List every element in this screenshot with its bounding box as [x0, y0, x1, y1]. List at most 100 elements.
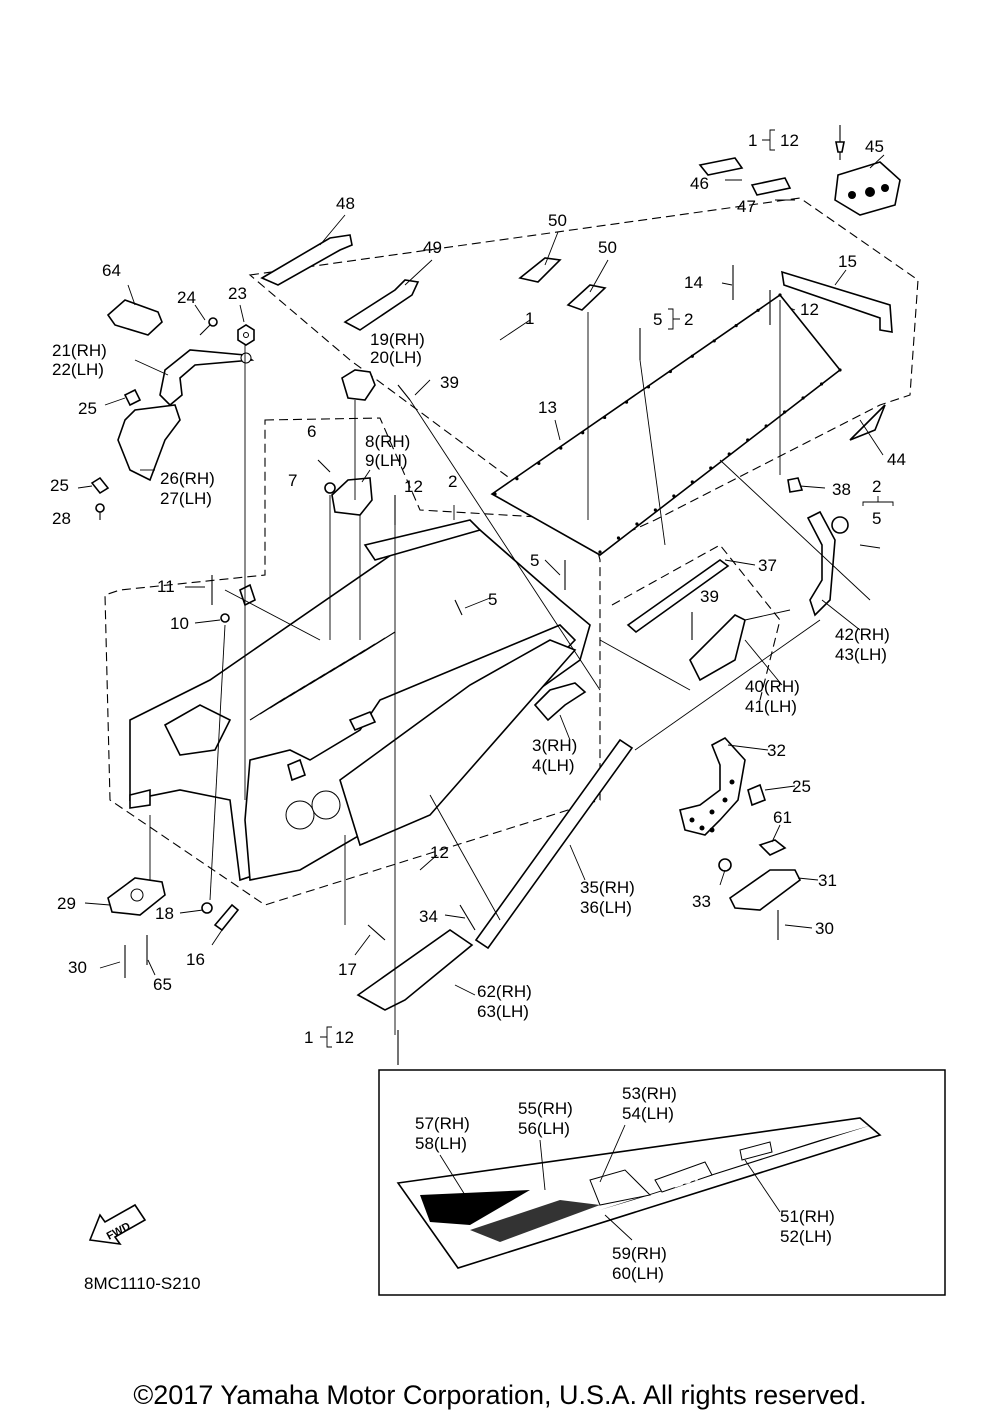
callout-13: 13 — [538, 398, 557, 417]
decal-leaders — [439, 1124, 781, 1241]
callout-4: 4(LH) — [532, 756, 575, 775]
tunnel-top-13 — [490, 293, 842, 556]
callout-25b: 25 — [50, 476, 69, 495]
rivet-hole — [756, 308, 760, 312]
rivet-hole — [635, 522, 639, 526]
footrest-hole — [729, 779, 735, 785]
bracket-3 — [533, 682, 587, 722]
bracket-1-12-bottom — [320, 1026, 332, 1048]
callout-12-bottom: 12 — [335, 1028, 354, 1047]
decal-inset-box — [378, 1069, 946, 1296]
assembly-2-boundary — [104, 417, 601, 906]
rivet-hole — [819, 382, 824, 386]
callout-29: 29 — [57, 894, 76, 913]
washer-61 — [758, 839, 787, 856]
bracket-2-5 — [862, 496, 894, 506]
callout-43: 43(LH) — [835, 645, 887, 664]
panel-62 — [356, 929, 474, 1011]
rivet-hole — [778, 293, 782, 297]
callout-26: 26(RH) — [160, 469, 215, 488]
bolt-24 — [199, 317, 218, 336]
rivet-hole — [493, 492, 497, 496]
bracket-5-2 — [668, 308, 680, 330]
callout-2c: 2 — [872, 477, 881, 496]
callout-42: 42(RH) — [835, 625, 890, 644]
callout-60: 60(LH) — [612, 1264, 664, 1283]
callout-6: 6 — [307, 422, 316, 441]
rivet-hole — [672, 494, 676, 498]
clip-25b — [90, 476, 110, 495]
plate-44 — [849, 404, 886, 441]
rivet-hole — [783, 410, 787, 414]
bracket-26 — [117, 404, 181, 482]
footrest-hole — [722, 797, 728, 803]
callout-57: 57(RH) — [415, 1114, 470, 1133]
callout-33: 33 — [692, 892, 711, 911]
callout-19: 19(RH) — [370, 330, 425, 349]
fastener-38 — [787, 477, 804, 493]
callout-9: 9(LH) — [365, 451, 408, 470]
bar-15 — [781, 270, 893, 333]
tunnel-top-holes — [493, 293, 842, 554]
rivet-hole — [727, 452, 731, 456]
callout-23: 23 — [228, 284, 247, 303]
callout-35: 35(RH) — [580, 878, 635, 897]
nut-7 — [324, 482, 336, 494]
rivet-34 — [459, 904, 476, 931]
callout-49: 49 — [423, 238, 442, 257]
callout-16: 16 — [186, 950, 205, 969]
callout-34: 34 — [419, 907, 438, 926]
callout-7: 7 — [288, 471, 297, 490]
rivet-hole — [712, 339, 716, 343]
clip-25c — [747, 783, 767, 807]
vent-slot — [359, 631, 396, 655]
callout-52: 52(LH) — [780, 1227, 832, 1246]
callout-28: 28 — [52, 509, 71, 528]
callout-1-top-assy: 1 — [525, 309, 534, 328]
footrest-hole — [709, 827, 715, 833]
rivet-5b — [454, 599, 463, 616]
heat-vents — [249, 631, 396, 721]
callout-58: 58(LH) — [415, 1134, 467, 1153]
rivet-hole — [746, 438, 750, 442]
callout-8: 8(RH) — [365, 432, 410, 451]
rivet-hole — [653, 508, 657, 512]
callout-5-bracket: 5 — [653, 310, 662, 329]
rivet-hole — [734, 324, 738, 328]
rivet-hole — [690, 354, 694, 358]
bracket-21 — [159, 349, 255, 407]
callout-24: 24 — [177, 288, 196, 307]
callout-63: 63(LH) — [477, 1002, 529, 1021]
bracket-42 — [806, 510, 836, 617]
callout-44: 44 — [887, 450, 906, 469]
pad-49 — [343, 279, 420, 331]
callout-50b: 50 — [598, 238, 617, 257]
grommet-42 — [831, 516, 849, 534]
callout-64: 64 — [102, 261, 121, 280]
callout-22: 22(LH) — [52, 360, 104, 379]
callout-5c: 5 — [872, 509, 881, 528]
callout-59: 59(RH) — [612, 1244, 667, 1263]
callout-54: 54(LH) — [622, 1104, 674, 1123]
bolt-10 — [220, 613, 230, 623]
callout-18: 18 — [155, 904, 174, 923]
nut-23 — [237, 324, 255, 346]
rivet-hole — [537, 461, 541, 465]
footrest-hole — [699, 825, 705, 831]
callout-12: 12 — [780, 131, 799, 150]
rivet-hole — [624, 400, 629, 404]
rivet-hole — [709, 466, 713, 470]
callout-48: 48 — [336, 194, 355, 213]
assembly-2-boundary-right — [611, 544, 781, 701]
callout-31: 31 — [818, 871, 837, 890]
callout-55: 55(RH) — [518, 1099, 573, 1118]
panel-40 — [689, 614, 746, 682]
bolt-18 — [201, 902, 213, 914]
callout-36: 36(LH) — [580, 898, 632, 917]
copyright-notice: ©2017 Yamaha Motor Corporation, U.S.A. A… — [133, 1380, 867, 1410]
rivet-hole — [559, 446, 563, 450]
callout-61: 61 — [773, 808, 792, 827]
callout-17: 17 — [338, 960, 357, 979]
callout-53: 53(RH) — [622, 1084, 677, 1103]
leader-lines — [77, 154, 885, 1035]
